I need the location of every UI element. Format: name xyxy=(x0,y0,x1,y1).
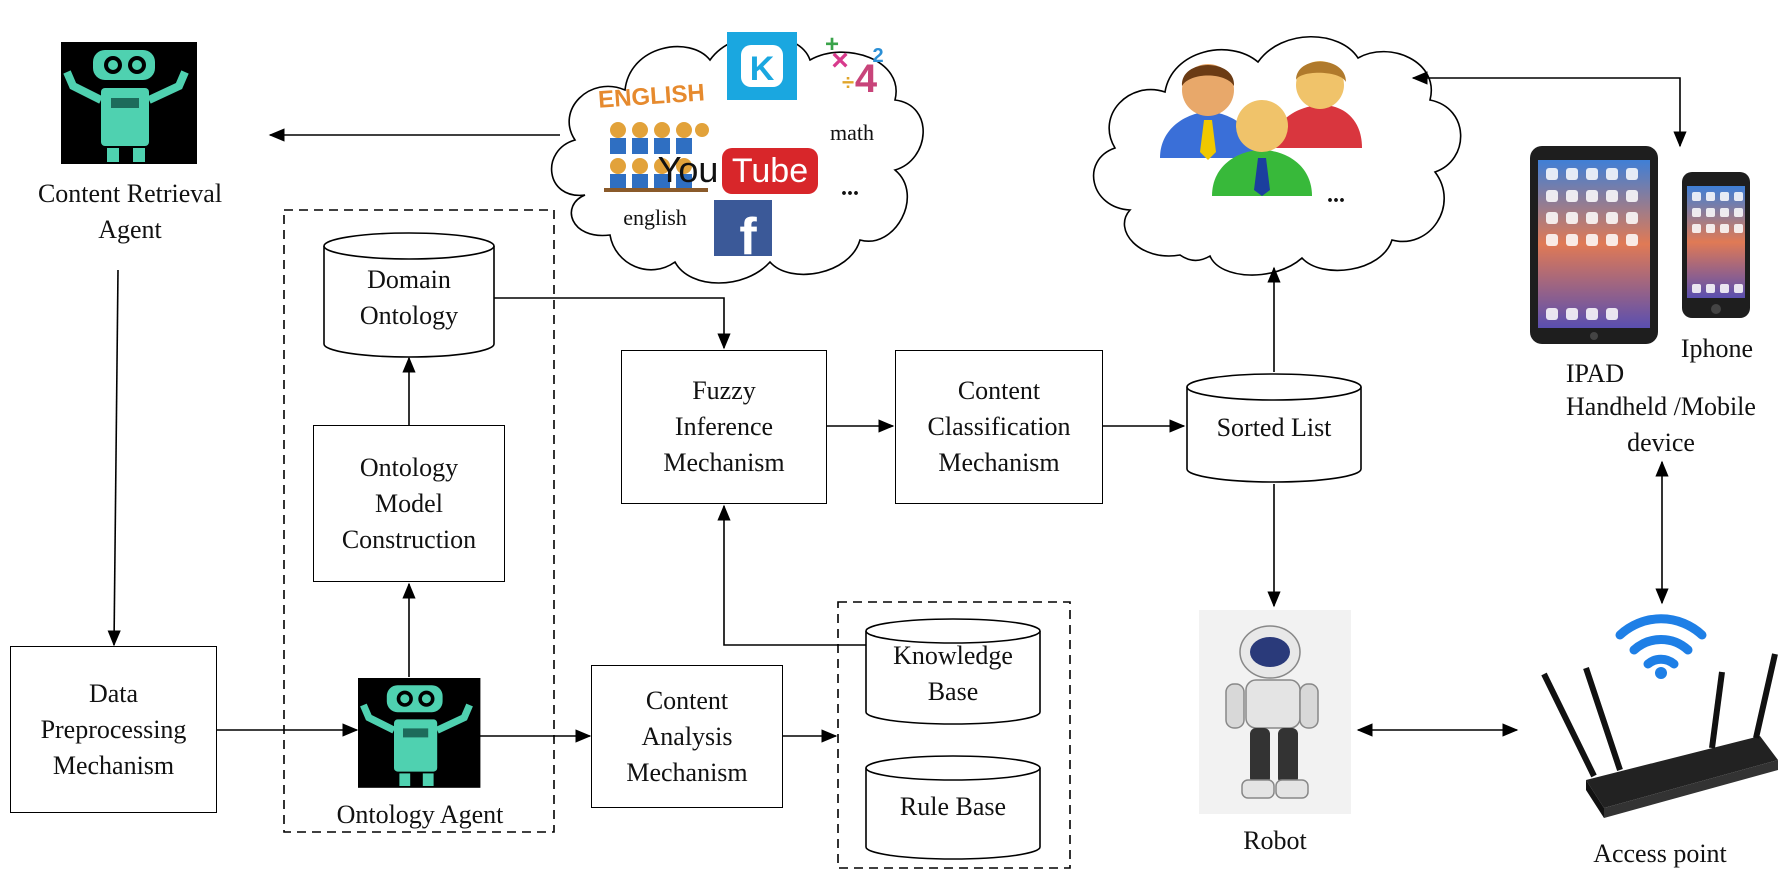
content-analysis-label: Content Analysis Mechanism xyxy=(626,685,748,787)
fuzzy-inference-box: Fuzzy Inference Mechanism xyxy=(621,350,827,504)
ontology-group-frame xyxy=(283,209,555,833)
knowledge-base-label: Knowledge Base xyxy=(893,641,1013,706)
svg-text:2: 2 xyxy=(872,45,883,67)
humanoid-robot-icon xyxy=(1199,610,1351,814)
domain-ontology-cylinder xyxy=(323,232,495,358)
svg-text:4: 4 xyxy=(855,57,878,101)
wifi-icon xyxy=(1615,614,1707,669)
svg-text:Tube: Tube xyxy=(732,152,808,190)
sorted-list-label: Sorted List xyxy=(1216,413,1332,442)
ontology-agent-robot-icon xyxy=(358,678,481,788)
content-classification-box: Content Classification Mechanism xyxy=(895,350,1103,504)
ontology-model-construction-label: Ontology Model Construction xyxy=(341,452,477,554)
ontology-model-construction-box: Ontology Model Construction xyxy=(313,425,505,582)
svg-text:÷: ÷ xyxy=(842,70,854,95)
kk-app-icon: K xyxy=(727,32,797,100)
content-classification-label: Content Classification Mechanism xyxy=(927,376,1071,477)
ipad-label: IPAD xyxy=(1565,359,1625,388)
robot-agent-icon xyxy=(61,42,197,164)
youtube-logo: You Tube xyxy=(658,148,818,194)
arrow-devices-users xyxy=(1411,71,1687,148)
iphone-label: Iphone xyxy=(1680,334,1754,363)
data-preprocessing-label: Data Preprocessing Mechanism xyxy=(40,678,187,780)
arrow-domain-to-fuzzy xyxy=(494,297,731,350)
ontology-agent-label: Ontology Agent xyxy=(336,800,504,829)
robot-label: Robot xyxy=(1243,826,1307,855)
data-preprocessing-box: Data Preprocessing Mechanism xyxy=(10,646,217,813)
domain-ontology-label: Domain Ontology xyxy=(359,265,459,330)
fuzzy-inference-label: Fuzzy Inference Mechanism xyxy=(663,376,785,477)
svg-text:You: You xyxy=(658,149,719,190)
english-label: english xyxy=(623,205,687,230)
content-analysis-box: Content Analysis Mechanism xyxy=(591,665,783,808)
rule-base-cylinder xyxy=(865,755,1041,860)
users-icon xyxy=(1160,61,1362,196)
math-icon: × 4 + 2 ÷ xyxy=(825,31,884,101)
knowledge-group-frame xyxy=(837,601,1071,869)
iphone-icon xyxy=(1682,172,1750,318)
facebook-icon: f xyxy=(714,200,772,266)
svg-text:K: K xyxy=(750,50,775,88)
svg-text:f: f xyxy=(739,208,757,266)
sorted-list-cylinder xyxy=(1186,373,1362,483)
handheld-mobile-device-label: Handheld /Mobile device xyxy=(1566,392,1756,457)
svg-text:×: × xyxy=(831,44,849,77)
content-retrieval-agent-label: Content Retrieval Agent xyxy=(37,179,223,244)
math-label: math xyxy=(830,120,874,145)
access-point-label: Access point xyxy=(1593,839,1727,868)
content-ellipsis: ... xyxy=(841,175,859,201)
wifi-dot xyxy=(1655,667,1667,679)
arrow-kb-to-fuzzy xyxy=(717,504,866,646)
users-ellipsis: ... xyxy=(1327,182,1345,208)
rule-base-label: Rule Base xyxy=(899,792,1007,821)
ipad-icon xyxy=(1530,146,1658,344)
arrow-retrieval-to-preprocess xyxy=(107,269,121,647)
svg-text:+: + xyxy=(825,31,839,58)
router-icon xyxy=(1541,653,1778,818)
students-icon xyxy=(604,118,709,192)
knowledge-base-cylinder xyxy=(865,618,1041,725)
